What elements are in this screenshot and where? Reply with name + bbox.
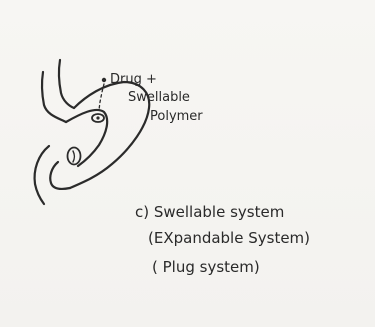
label-drug: Drug + — [110, 72, 157, 87]
esophagus-right-wall — [59, 60, 74, 108]
duodenum-lower — [35, 146, 49, 204]
system-subtitle-plug: ( Plug system) — [152, 258, 260, 276]
system-subtitle-expandable: (EXpandable System) — [148, 229, 310, 247]
tablet-core — [96, 116, 99, 119]
system-heading: c) Swellable system — [135, 203, 284, 221]
label-polymer: Polymer — [150, 109, 203, 124]
pointer-dot — [102, 78, 106, 82]
plug-inner-mark — [73, 151, 75, 162]
label-swellable: Swellable — [128, 90, 190, 105]
duodenum-upper — [50, 162, 70, 189]
stomach-inner-wall — [66, 110, 107, 166]
